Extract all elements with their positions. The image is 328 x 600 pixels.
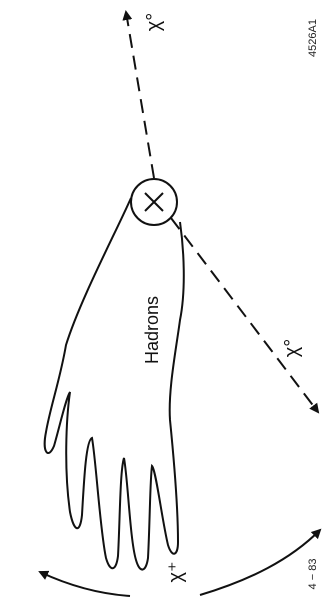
figure-id-label: 4526A1 bbox=[307, 19, 319, 57]
right-curved-arrow bbox=[200, 530, 320, 595]
hadrons-label: Hadrons bbox=[142, 296, 162, 364]
chi0-top-label: χ° bbox=[143, 13, 165, 32]
hadron-jet-outline bbox=[45, 198, 184, 570]
left-curved-arrow bbox=[40, 572, 130, 596]
chi-plus-label: χ⁺ bbox=[165, 561, 187, 582]
chi0-lower-line bbox=[171, 218, 318, 412]
chi0-upper-line bbox=[126, 12, 154, 178]
chi0-middle-label: χ° bbox=[281, 339, 303, 358]
date-label: 4 − 83 bbox=[307, 559, 319, 590]
